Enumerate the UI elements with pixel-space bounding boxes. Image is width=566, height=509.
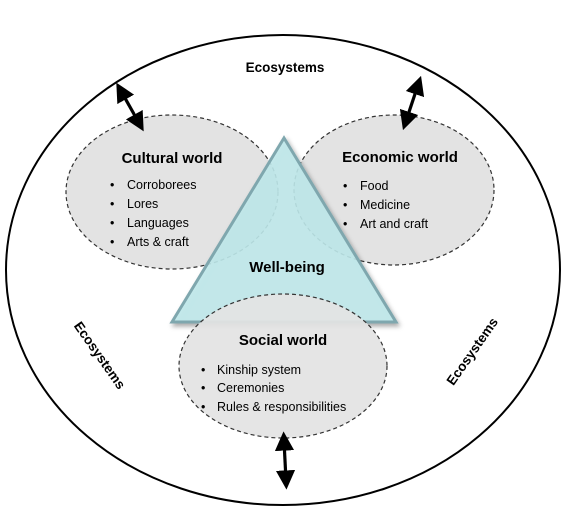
economic-item-3: Art and craft [360, 217, 429, 231]
social-bullet-2: • [201, 381, 205, 395]
social-item-3: Rules & responsibilities [217, 400, 346, 414]
cultural-bullet-4: • [110, 235, 114, 249]
cultural-bullet-2: • [110, 197, 114, 211]
social-bullet-1: • [201, 363, 205, 377]
social-bullet-3: • [201, 400, 205, 414]
wellbeing-label: Well-being [249, 259, 325, 276]
cultural-item-3: Languages [127, 216, 189, 230]
cultural-item-4: Arts & craft [127, 235, 189, 249]
social-world-title: Social world [239, 332, 327, 349]
economic-bullet-2: • [343, 198, 347, 212]
social-world [178, 293, 388, 439]
social-item-2: Ceremonies [217, 381, 284, 395]
economic-bullet-1: • [343, 179, 347, 193]
cultural-world-title: Cultural world [122, 150, 223, 167]
cultural-double-arrow-icon [116, 82, 144, 132]
economic-item-2: Medicine [360, 198, 410, 212]
economic-item-1: Food [360, 179, 389, 193]
cultural-bullet-1: • [110, 178, 114, 192]
cultural-item-1: Corroborees [127, 178, 196, 192]
economic-world-title: Economic world [342, 149, 458, 166]
ecosystems-label-top: Ecosystems [246, 60, 325, 75]
cultural-bullet-3: • [110, 216, 114, 230]
social-item-1: Kinship system [217, 363, 301, 377]
economic-bullet-3: • [343, 217, 347, 231]
social-double-arrow-icon [274, 431, 296, 490]
economic-double-arrow-icon [399, 75, 425, 131]
cultural-item-2: Lores [127, 197, 158, 211]
social-world-ellipse [178, 293, 388, 439]
